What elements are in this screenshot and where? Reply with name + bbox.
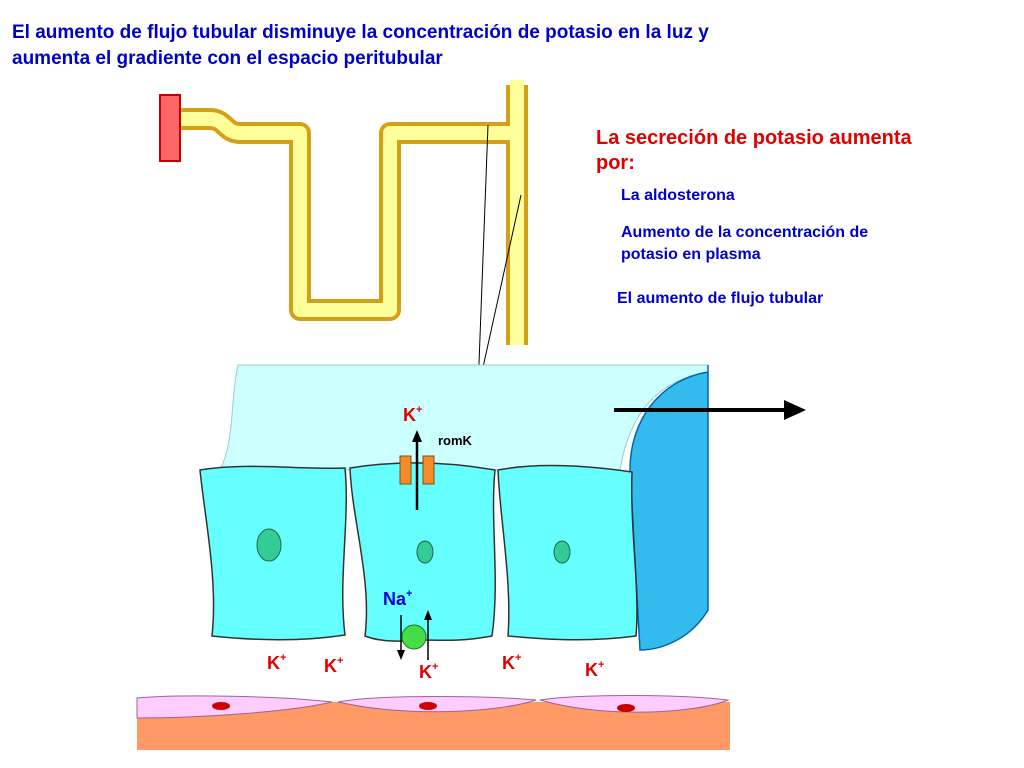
nucleus-left	[256, 528, 282, 562]
factor-item-plasma-potassium-line2: potasio en plasma	[621, 246, 761, 263]
factor-item-aldosterone: La aldosterona	[621, 187, 735, 204]
k-symbol: K	[267, 653, 280, 673]
endothelial-cell-1	[136, 695, 333, 719]
endothelial-cell-3	[539, 695, 730, 713]
k-charge: +	[598, 659, 605, 671]
flow-arrowhead	[784, 400, 806, 420]
k-label-interstitium-5: K+	[585, 659, 605, 681]
factors-heading-line1: La secreción de potasio aumenta	[596, 127, 912, 149]
romk-channel-left	[399, 455, 412, 485]
na-label: Na+	[383, 588, 413, 610]
zoom-line-left	[477, 124, 489, 391]
nephron-tubule	[172, 80, 528, 345]
k-symbol: K	[585, 660, 598, 680]
na-k-pump	[401, 624, 427, 650]
factors-heading: La secreción de potasio aumenta por:	[596, 126, 976, 176]
k-symbol: K	[502, 653, 515, 673]
nucleus-right	[553, 540, 571, 564]
na-symbol: Na	[383, 589, 407, 609]
k-symbol: K	[419, 662, 432, 682]
k-label-lumen: K+	[403, 404, 423, 426]
factor-item-tubular-flow: El aumento de flujo tubular	[617, 290, 824, 307]
na-out-arrowhead	[397, 650, 405, 660]
k-label-interstitium-3: K+	[419, 661, 439, 683]
k-charge: +	[515, 652, 522, 664]
romk-channel-right	[422, 455, 435, 485]
k-label-interstitium-2: K+	[324, 655, 344, 677]
k-charge: +	[280, 652, 287, 664]
k-symbol: K	[403, 405, 416, 425]
k-charge: +	[337, 655, 344, 667]
k-secretion-arrowhead	[412, 430, 422, 442]
romk-label: romK	[438, 433, 472, 448]
k-symbol: K	[324, 656, 337, 676]
slide-title-line2: aumenta el gradiente con el espacio peri…	[12, 48, 443, 69]
k-charge: +	[432, 661, 439, 673]
factor-item-plasma-potassium: Aumento de la concentración de potasio e…	[621, 222, 868, 266]
endothelial-nucleus-1	[212, 702, 230, 710]
na-charge: +	[406, 588, 413, 600]
zoom-line-right	[477, 194, 522, 391]
slide-title: El aumento de flujo tubular disminuye la…	[12, 20, 912, 72]
k-label-interstitium-1: K+	[267, 652, 287, 674]
k-charge: +	[416, 404, 423, 416]
endothelial-nucleus-2	[419, 702, 437, 710]
k-label-interstitium-4: K+	[502, 652, 522, 674]
endothelial-nucleus-3	[617, 704, 635, 712]
curved-epithelial-cell	[629, 365, 709, 651]
nucleus-center	[416, 540, 434, 564]
slide-title-line1: El aumento de flujo tubular disminuye la…	[12, 22, 709, 43]
glomerulus-bar	[159, 94, 181, 162]
factors-heading-line2: por:	[596, 152, 635, 174]
k-in-arrowhead	[424, 610, 432, 620]
endothelial-cell-2	[337, 696, 537, 713]
factor-item-plasma-potassium-line1: Aumento de la concentración de	[621, 224, 869, 241]
